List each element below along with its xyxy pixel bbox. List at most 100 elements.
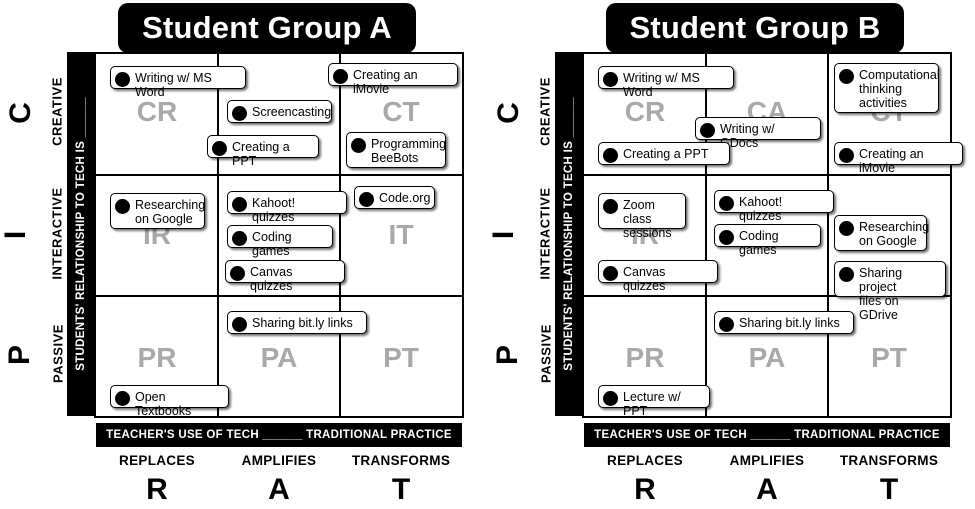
col-label-transforms: TRANSFORMS — [839, 453, 939, 468]
grid-divider — [705, 54, 707, 416]
bullet-dot-icon — [603, 148, 618, 163]
students-relationship-text: STUDENTS' RELATIONSHIP TO TECH IS ______ — [562, 97, 575, 371]
bullet-dot-icon — [719, 230, 734, 245]
side-letter-c: C — [491, 102, 525, 124]
teachers-use-bar: TEACHER'S USE OF TECH ______ TRADITIONAL… — [584, 423, 950, 447]
item-label: Creating an iMovie — [353, 68, 418, 96]
side-letter-c: C — [3, 102, 37, 124]
col-label-replaces: REPLACES — [119, 453, 195, 468]
bullet-dot-icon — [232, 106, 247, 121]
rat-letter-r: R — [634, 473, 656, 506]
item-chip: Lecture w/ PPT — [598, 385, 710, 418]
grid-divider — [96, 295, 462, 297]
side-letter-i: I — [0, 230, 33, 240]
cell-label-cr: CR — [624, 96, 666, 127]
bullet-dot-icon — [212, 141, 227, 156]
bullet-dot-icon — [232, 197, 247, 212]
item-chip: Creating a PPT — [598, 142, 730, 165]
item-chip: Researching on Google — [110, 193, 205, 229]
row-label-creative: CREATIVE — [49, 77, 65, 146]
bullet-dot-icon — [839, 69, 854, 84]
item-chip: Creating a PPT — [207, 135, 319, 168]
bullet-dot-icon — [333, 69, 348, 84]
item-label: Programming BeeBots — [371, 137, 447, 165]
side-letter-p: P — [491, 344, 525, 366]
bullet-dot-icon — [700, 123, 715, 138]
cell-label-it: IT — [388, 219, 414, 250]
col-label-amplifies: AMPLIFIES — [241, 453, 317, 468]
item-chip: Writing w/ MS Word — [110, 66, 246, 99]
item-label: Kahoot! quizzes — [252, 196, 296, 224]
item-label: Coding games — [739, 229, 779, 257]
item-chip: Zoom class sessions — [598, 193, 686, 240]
item-label: Creating a PPT — [623, 147, 709, 161]
item-label: Sharing project files on GDrive — [859, 266, 903, 322]
cell-label-pr: PR — [137, 342, 177, 373]
rat-letter-a: A — [756, 473, 778, 506]
item-chip: Kahoot! quizzes — [227, 191, 347, 224]
item-chip: Programming BeeBots — [346, 132, 446, 168]
students-relationship-text: STUDENTS' RELATIONSHIP TO TECH IS ______ — [74, 97, 87, 371]
row-label-passive: PASSIVE — [50, 324, 66, 383]
item-label: Coding games — [252, 230, 292, 258]
item-label: Lecture w/ PPT — [623, 390, 681, 418]
bullet-dot-icon — [839, 148, 854, 163]
panel-title: Student Group A — [118, 3, 416, 53]
item-chip: Researching on Google — [834, 215, 929, 251]
item-label: Screencasting — [252, 105, 332, 119]
col-label-transforms: TRANSFORMS — [351, 453, 451, 468]
bullet-dot-icon — [115, 199, 130, 214]
bullet-dot-icon — [719, 317, 734, 332]
side-letter-p: P — [3, 344, 37, 366]
rat-letter-t: T — [879, 473, 899, 506]
item-label: Writing w/ GDocs — [720, 122, 775, 150]
bullet-dot-icon — [839, 267, 854, 282]
cell-label-pt: PT — [383, 342, 419, 373]
item-chip: Sharing bit.ly links — [714, 311, 854, 334]
side-letter-i: I — [487, 230, 521, 240]
item-chip: Creating an iMovie — [328, 63, 458, 96]
bullet-dot-icon — [115, 72, 130, 87]
item-label: Kahoot! quizzes — [739, 195, 783, 223]
item-chip: Code.org — [354, 186, 435, 209]
item-label: Code.org — [379, 191, 431, 205]
item-label: Creating a PPT — [232, 140, 290, 168]
item-chip: Kahoot! quizzes — [714, 190, 834, 223]
grid-divider — [217, 54, 219, 416]
item-label: Sharing bit.ly links — [739, 316, 840, 330]
item-label: Writing w/ MS Word — [623, 71, 700, 99]
col-label-amplifies: AMPLIFIES — [729, 453, 805, 468]
item-chip: Canvas quizzes — [225, 260, 345, 293]
item-label: Computational thinking activities — [859, 68, 940, 110]
panel-group-b: Student Group B C I P CREATIVE INTERACTI… — [487, 0, 963, 509]
item-label: Creating an iMovie — [859, 147, 924, 175]
item-chip: Creating an iMovie — [834, 142, 963, 175]
item-label: Sharing bit.ly links — [252, 316, 353, 330]
col-label-replaces: REPLACES — [607, 453, 683, 468]
grid-divider — [584, 174, 950, 176]
cell-label-pa: PA — [748, 342, 786, 373]
bullet-dot-icon — [839, 221, 854, 236]
cell-label-cr: CR — [136, 96, 178, 127]
students-relationship-bar: STUDENTS' RELATIONSHIP TO TECH IS ______ — [555, 52, 582, 416]
bullet-dot-icon — [603, 199, 618, 214]
item-label: Zoom class sessions — [623, 198, 672, 240]
row-label-interactive: INTERACTIVE — [537, 187, 553, 280]
item-chip: Writing w/ GDocs — [695, 117, 821, 150]
item-label: Canvas quizzes — [250, 265, 293, 293]
bullet-dot-icon — [603, 266, 618, 281]
item-chip: Canvas quizzes — [598, 260, 718, 293]
bullet-dot-icon — [230, 266, 245, 281]
item-chip: Coding games — [714, 224, 821, 257]
rat-letter-a: A — [268, 473, 290, 506]
grid-divider — [339, 54, 341, 416]
item-chip: Sharing project files on GDrive — [834, 261, 946, 322]
rat-letter-t: T — [391, 473, 411, 506]
bullet-dot-icon — [351, 138, 366, 153]
row-label-creative: CREATIVE — [537, 77, 553, 146]
bullet-dot-icon — [719, 196, 734, 211]
item-chip: Sharing bit.ly links — [227, 311, 367, 334]
students-relationship-bar: STUDENTS' RELATIONSHIP TO TECH IS ______ — [67, 52, 94, 416]
cell-label-ct: CT — [382, 96, 420, 127]
item-label: Writing w/ MS Word — [135, 71, 212, 99]
